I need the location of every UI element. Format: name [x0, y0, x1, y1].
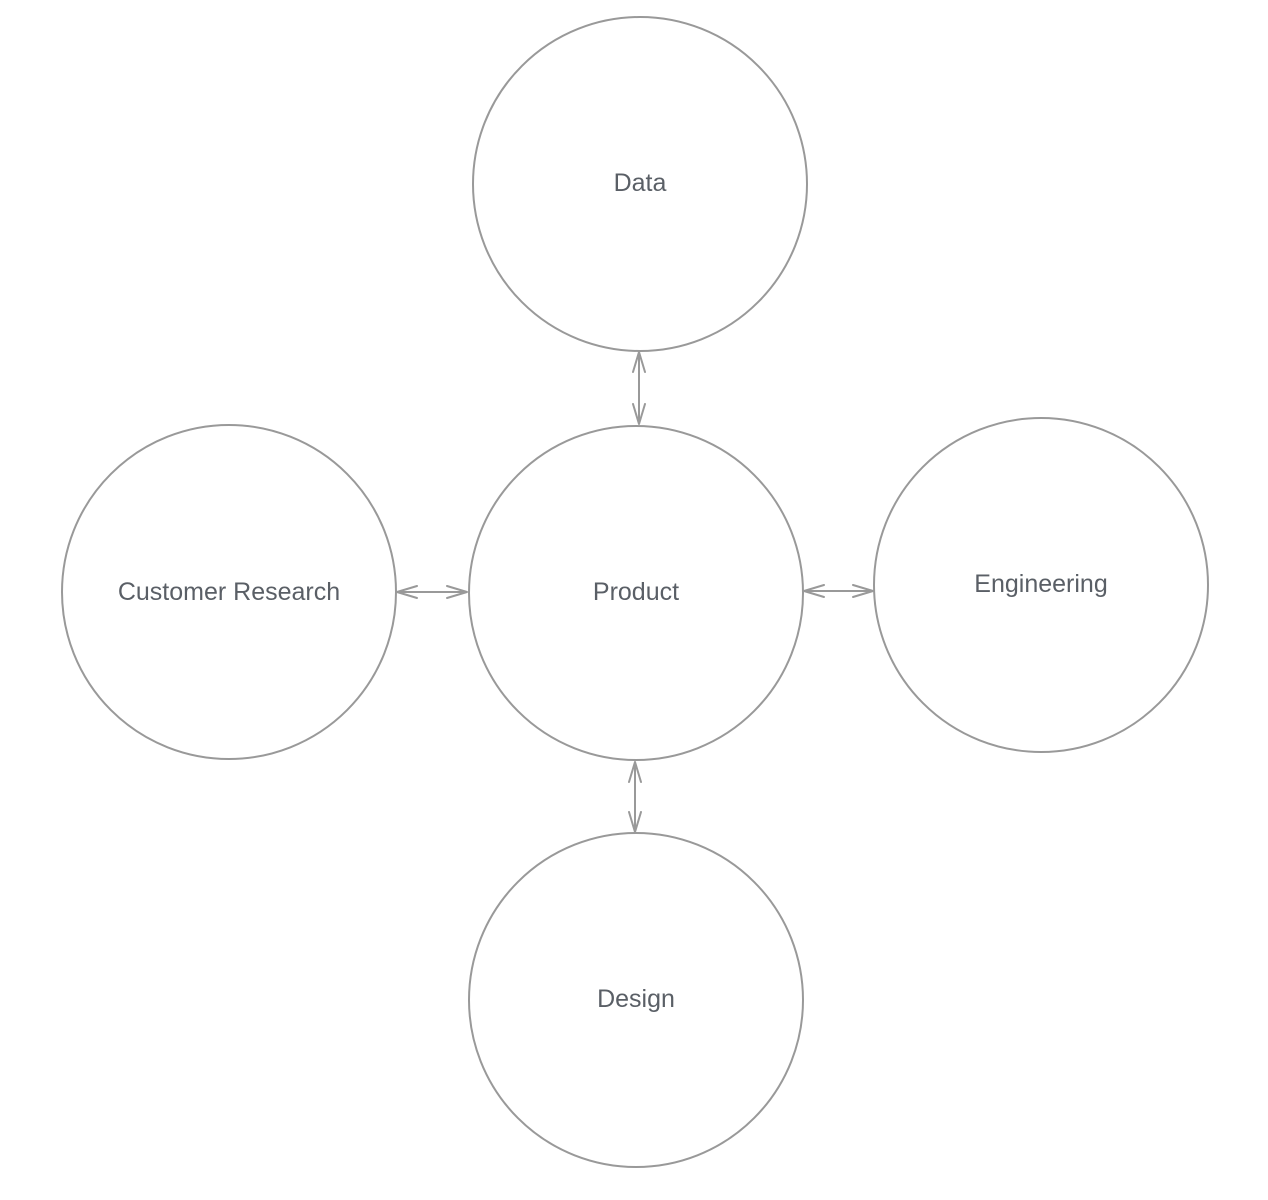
edge-product-customer-research: [396, 585, 468, 599]
node-product: Product: [468, 425, 804, 761]
arrowhead-right-icon: [446, 585, 468, 599]
node-data-label: Data: [614, 169, 667, 197]
node-design-label: Design: [597, 985, 675, 1013]
node-engineering: Engineering: [873, 417, 1209, 753]
node-design: Design: [468, 832, 804, 1168]
arrowhead-down-icon: [632, 403, 646, 425]
arrowhead-up-icon: [628, 761, 642, 783]
arrowhead-up-icon: [632, 351, 646, 373]
arrowhead-right-icon: [852, 584, 874, 598]
arrowhead-left-icon: [803, 584, 825, 598]
edge-product-data: [632, 351, 646, 425]
edge-product-design: [628, 761, 642, 833]
node-product-label: Product: [593, 578, 679, 606]
node-engineering-label: Engineering: [974, 570, 1107, 598]
edge-product-engineering: [803, 584, 874, 598]
arrowhead-down-icon: [628, 811, 642, 833]
node-customer-research-label: Customer Research: [118, 578, 340, 606]
node-data: Data: [472, 16, 808, 352]
node-customer-research: Customer Research: [61, 424, 397, 760]
